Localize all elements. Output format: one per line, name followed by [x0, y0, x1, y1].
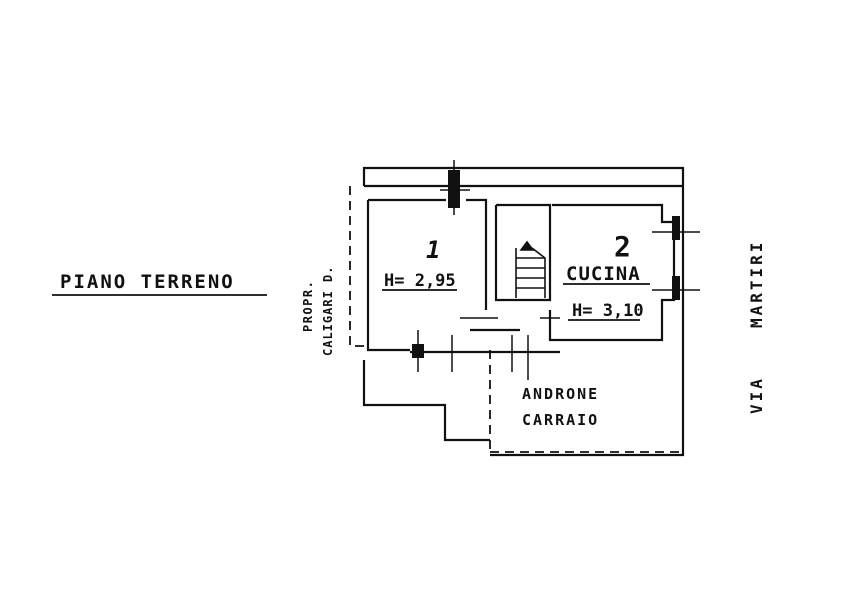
neighbor-owner-line1: PROPR. — [301, 280, 315, 332]
floor-title: PIANO TERRENO — [60, 271, 235, 293]
street-label-line2: MARTIRI — [747, 240, 766, 328]
dashed-boundaries — [349, 186, 683, 455]
neighbor-owner-line2: CALIGARI D. — [321, 266, 335, 356]
room2-name: CUCINA — [566, 263, 641, 285]
stairs-symbol — [515, 240, 546, 298]
room2-number: 2 — [614, 230, 631, 263]
passage-label-line1: ANDRONE — [522, 385, 599, 403]
street-label-line1: VIA — [747, 376, 766, 414]
label-underlines — [52, 283, 650, 321]
building-walls — [362, 166, 685, 457]
passage-label-line2: CARRAIO — [522, 411, 599, 429]
room1-height: H= 2,95 — [384, 271, 456, 291]
room2-height: H= 3,10 — [572, 301, 644, 321]
axis-ticks — [417, 160, 700, 380]
room1-number: 1 — [426, 236, 440, 264]
